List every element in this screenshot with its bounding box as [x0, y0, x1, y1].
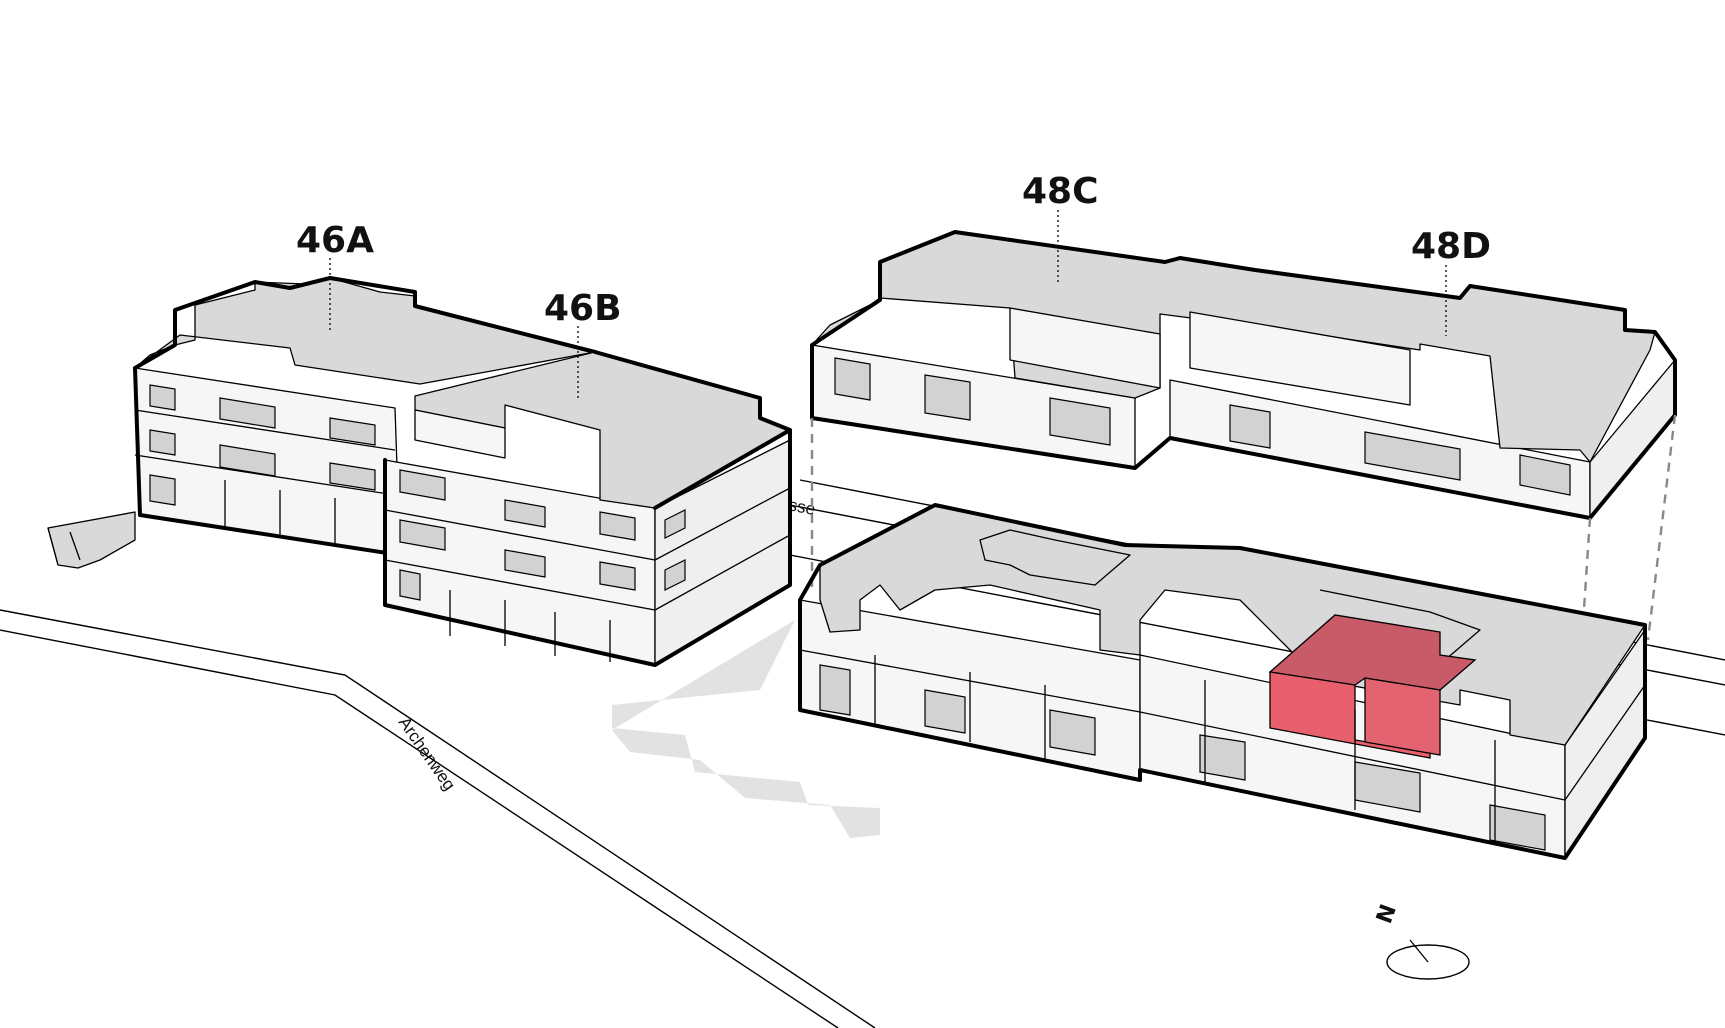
archenweg-road — [0, 609, 876, 1028]
building-48C-48D-upper-openings — [834, 357, 1571, 496]
building-48-lower-openings — [819, 655, 1546, 851]
label-48C: 48C — [1022, 171, 1099, 212]
building-46B — [383, 350, 792, 667]
highlighted-unit-roof — [1268, 614, 1477, 691]
building-46A-openings — [149, 384, 376, 546]
label-48D: 48D — [1411, 226, 1491, 267]
label-46A: 46A — [296, 220, 374, 261]
retaining-wall — [47, 511, 136, 569]
building-48C-48D-upper — [810, 230, 1677, 520]
street-label-archenweg: Archenweg — [395, 713, 459, 794]
street-label-upper-fragment: sse — [787, 495, 817, 519]
highlighted-unit — [1268, 614, 1477, 759]
building-labels: 46A 46B 48C 48D — [296, 171, 1491, 398]
label-46B: 46B — [544, 288, 622, 329]
building-48-lower — [798, 503, 1647, 860]
north-arrow-needle — [1409, 939, 1429, 963]
north-arrow-letter: N — [1372, 901, 1402, 927]
building-46B-openings — [399, 469, 686, 662]
north-arrow-ellipse — [1386, 944, 1470, 980]
highlighted-unit-recess — [1364, 677, 1441, 756]
building-46A — [133, 276, 597, 557]
north-arrow: N — [1372, 901, 1470, 980]
ground-path-shadow — [612, 620, 880, 838]
